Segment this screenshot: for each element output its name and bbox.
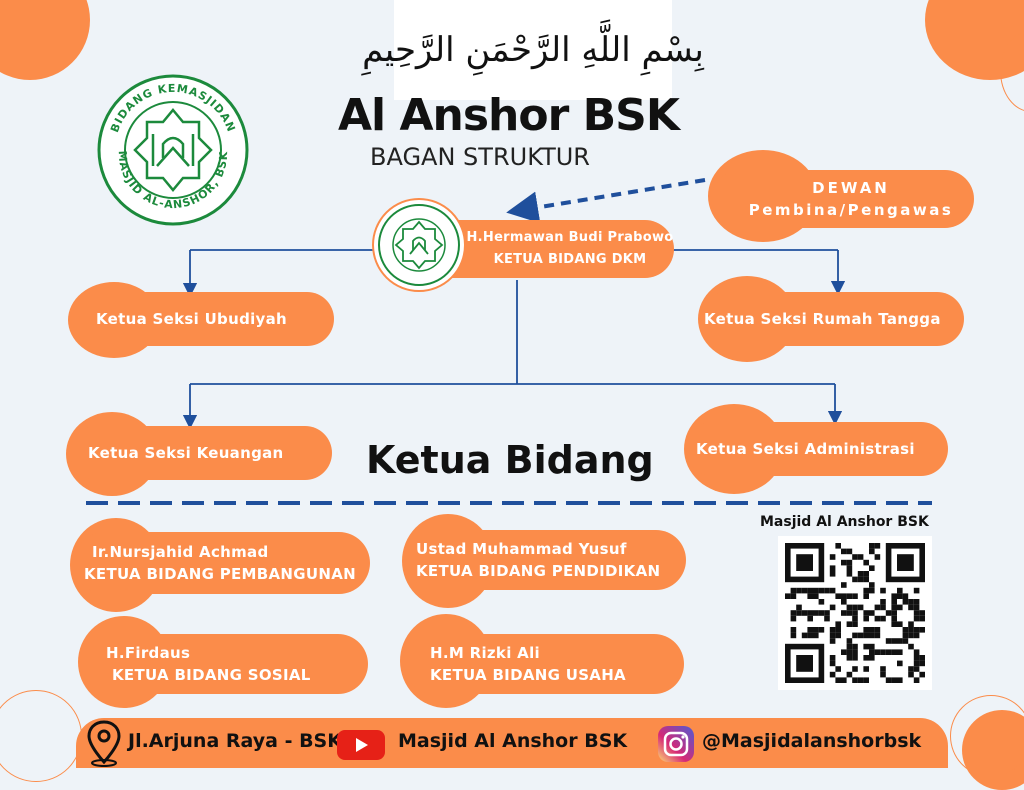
bidang-2-role: KETUA BIDANG PENDIDIKAN [416, 562, 661, 580]
ketua-dkm-logo [372, 198, 466, 292]
bidang-4-role: KETUA BIDANG USAHA [430, 666, 626, 684]
bidang-3-role: KETUA BIDANG SOSIAL [112, 666, 311, 684]
footer-instagram[interactable]: @Masjidalanshorbsk [702, 730, 922, 752]
youtube-icon[interactable] [335, 728, 387, 762]
page-subtitle: BAGAN STRUKTUR [370, 143, 590, 171]
bidang-1-name: Ir.Nursjahid Achmad [92, 543, 269, 561]
dewan-line2: Pembina/Pengawas [748, 201, 954, 219]
footer-youtube[interactable]: Masjid Al Anshor BSK [398, 730, 628, 752]
bidang-4-name: H.M Rizki Ali [430, 644, 540, 662]
bidang-3-name: H.Firdaus [106, 644, 191, 662]
bidang-usaha-box: H.M Rizki Ali KETUA BIDANG USAHA [404, 634, 684, 694]
mosque-logo: BIDANG KEMASJIDAN MASJID AL-ANSHOR, BSK [97, 74, 249, 226]
footer-bar [76, 718, 948, 768]
seksi-administrasi-box: Ketua Seksi Administrasi [686, 422, 948, 476]
ketua-dkm-name: H.Hermawan Budi Prabowo [466, 230, 674, 245]
dewan-arrow [506, 178, 706, 224]
ketua-dkm-role: KETUA BIDANG DKM [493, 252, 647, 267]
qr-label: Masjid Al Anshor BSK [760, 514, 929, 530]
page-title: Al Anshor BSK [338, 90, 680, 141]
basmalah-panel: بِسْمِ اللَّهِ الرَّحْمَنِ الرَّحِيمِ [362, 0, 704, 100]
location-pin-icon [84, 718, 124, 768]
seksi-ubudiyah-label: Ketua Seksi Ubudiyah [96, 310, 288, 328]
basmalah-text: بِسْمِ اللَّهِ الرَّحْمَنِ الرَّحِيمِ [362, 30, 704, 70]
dewan-line1: DEWAN [812, 179, 890, 197]
instagram-icon[interactable] [656, 724, 696, 764]
footer-address: Jl.Arjuna Raya - BSK [128, 730, 342, 752]
seksi-rumah-tangga-label: Ketua Seksi Rumah Tangga [704, 310, 941, 328]
connector-lines [86, 178, 932, 505]
dewan-pembina-box: DEWAN Pembina/Pengawas [712, 170, 974, 228]
bidang-pendidikan-box: Ustad Muhammad Yusuf KETUA BIDANG PENDID… [406, 530, 686, 590]
bidang-sosial-box: H.Firdaus KETUA BIDANG SOSIAL [82, 634, 368, 694]
seksi-rumah-tangga-box: Ketua Seksi Rumah Tangga [700, 292, 964, 346]
seksi-keuangan-box: Ketua Seksi Keuangan [70, 426, 332, 480]
seksi-administrasi-label: Ketua Seksi Administrasi [696, 440, 915, 458]
seksi-ubudiyah-box: Ketua Seksi Ubudiyah [72, 292, 334, 346]
bidang-2-name: Ustad Muhammad Yusuf [416, 540, 627, 558]
seksi-keuangan-label: Ketua Seksi Keuangan [88, 444, 284, 462]
bidang-pembangunan-box: Ir.Nursjahid Achmad KETUA BIDANG PEMBANG… [74, 532, 370, 594]
qr-code[interactable] [778, 536, 932, 690]
ketua-bidang-heading: Ketua Bidang [366, 438, 654, 482]
bidang-1-role: KETUA BIDANG PEMBANGUNAN [84, 565, 356, 583]
